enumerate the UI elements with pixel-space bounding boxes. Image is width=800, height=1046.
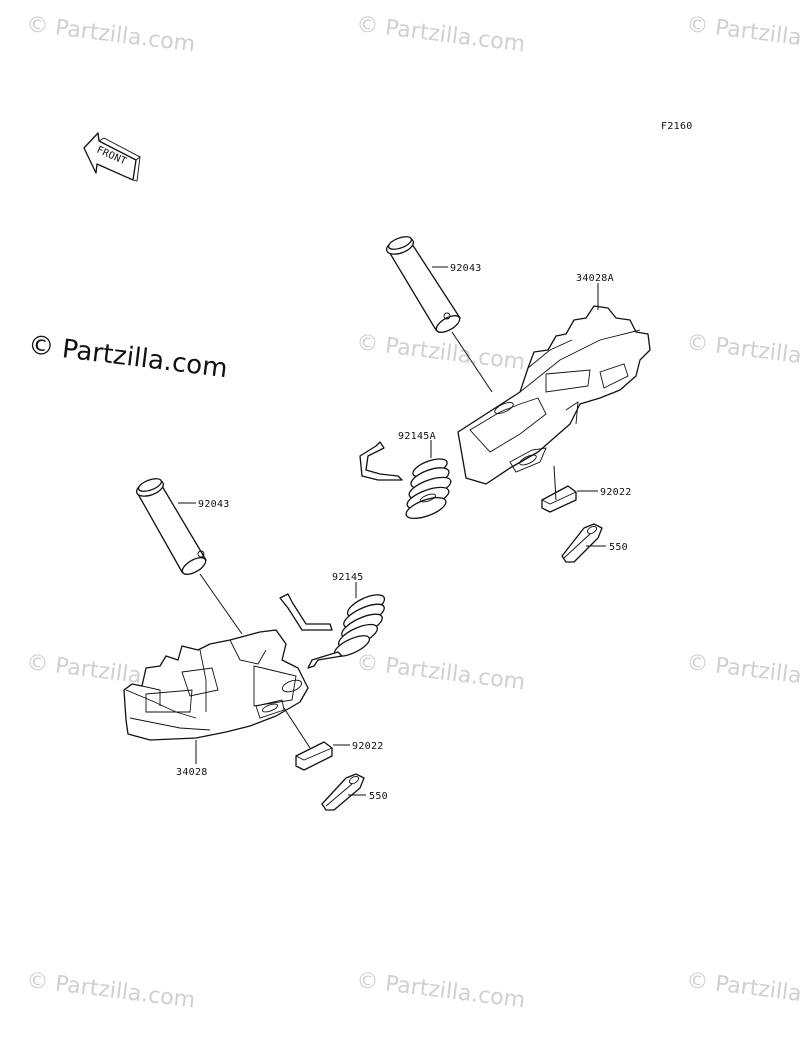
cotter-pin-550-upper <box>561 523 603 563</box>
washer-92022-lower <box>283 707 333 771</box>
washer-92022-upper <box>541 465 577 513</box>
front-arrow-icon: FRONT <box>83 132 141 182</box>
callout-92022-upper: 92022 <box>600 487 632 498</box>
pin-92043-lower <box>135 478 243 635</box>
callout-34028A: 34028A <box>576 273 614 284</box>
pin-92043-upper <box>385 236 493 393</box>
footpeg-34028 <box>123 629 309 741</box>
callout-550-lower: 550 <box>369 791 388 802</box>
cotter-pin-550-lower <box>321 773 365 811</box>
spring-92145 <box>279 582 386 669</box>
footpeg-34028A <box>457 305 651 485</box>
callout-550-upper: 550 <box>609 542 628 553</box>
figure-code: F2160 <box>661 121 693 132</box>
callout-92145A: 92145A <box>398 431 436 442</box>
spring-92145A <box>359 440 452 520</box>
callout-92022-lower: 92022 <box>352 741 384 752</box>
callout-92043-lower: 92043 <box>198 499 230 510</box>
callout-92145: 92145 <box>332 572 364 583</box>
callout-34028: 34028 <box>176 767 208 778</box>
callout-92043-upper: 92043 <box>450 263 482 274</box>
